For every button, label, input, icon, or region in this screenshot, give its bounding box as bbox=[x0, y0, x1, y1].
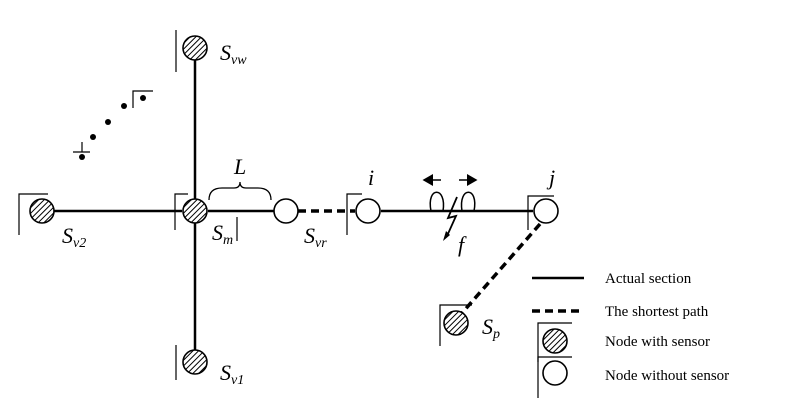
ellipsis-dots bbox=[79, 95, 146, 160]
node-sv2-hatched-circle-icon bbox=[29, 198, 55, 224]
sensor-nodes bbox=[29, 35, 469, 375]
node-i-open-circle-icon bbox=[355, 198, 381, 224]
mark-j bbox=[527, 195, 554, 230]
fault-loop-right bbox=[460, 191, 476, 212]
dot bbox=[90, 134, 96, 140]
mark-i bbox=[346, 193, 362, 235]
node-svr-open-circle-icon bbox=[273, 198, 299, 224]
lightning-bolt-icon bbox=[446, 196, 458, 237]
legend-hatched-circle-icon bbox=[542, 328, 568, 354]
plain-nodes bbox=[273, 198, 559, 224]
dot bbox=[121, 103, 127, 109]
dashed-j-sp bbox=[460, 222, 542, 315]
mark-dots-top bbox=[132, 90, 153, 108]
legend-shortest-path: The shortest path bbox=[605, 304, 709, 320]
label-j: j bbox=[546, 165, 555, 190]
fault-symbol bbox=[422, 174, 478, 237]
mark-sp bbox=[439, 304, 472, 346]
label-svr: Svr bbox=[304, 223, 327, 251]
label-L: L bbox=[233, 154, 246, 179]
legend-node-without-sensor: Node without sensor bbox=[605, 368, 729, 384]
shortest-paths bbox=[298, 209, 542, 315]
dot bbox=[140, 95, 146, 101]
node-svw-hatched-circle-icon bbox=[182, 35, 208, 61]
mark-sm-left bbox=[174, 193, 188, 230]
label-i: i bbox=[368, 165, 374, 190]
label-svw: Svw bbox=[220, 40, 247, 68]
dot bbox=[105, 119, 111, 125]
node-sp-hatched-circle-icon bbox=[443, 310, 469, 336]
legend-mark-sensor bbox=[537, 322, 572, 362]
legend: Actual section The shortest path Node wi… bbox=[532, 271, 729, 398]
legend-open-circle-icon bbox=[542, 360, 568, 386]
node-j-open-circle-icon bbox=[533, 198, 559, 224]
label-sm: Sm bbox=[212, 220, 233, 248]
dot bbox=[79, 154, 85, 160]
length-bracket bbox=[208, 181, 272, 201]
switch-marks bbox=[18, 30, 554, 380]
legend-actual-section: Actual section bbox=[605, 271, 692, 287]
legend-mark-plain bbox=[537, 356, 572, 398]
node-sv1-hatched-circle-icon bbox=[182, 349, 208, 375]
label-f: f bbox=[458, 232, 467, 257]
node-sm-hatched-circle-icon bbox=[182, 198, 208, 224]
legend-node-with-sensor: Node with sensor bbox=[605, 334, 710, 350]
label-sv2: Sv2 bbox=[62, 223, 86, 251]
label-sp: Sp bbox=[482, 314, 500, 342]
mark-dots-bottom bbox=[73, 142, 90, 153]
fault-loop-left bbox=[429, 191, 445, 212]
mark-sv2 bbox=[18, 193, 48, 235]
lightning-arrow-tip bbox=[443, 231, 450, 241]
label-sv1: Sv1 bbox=[220, 360, 244, 388]
